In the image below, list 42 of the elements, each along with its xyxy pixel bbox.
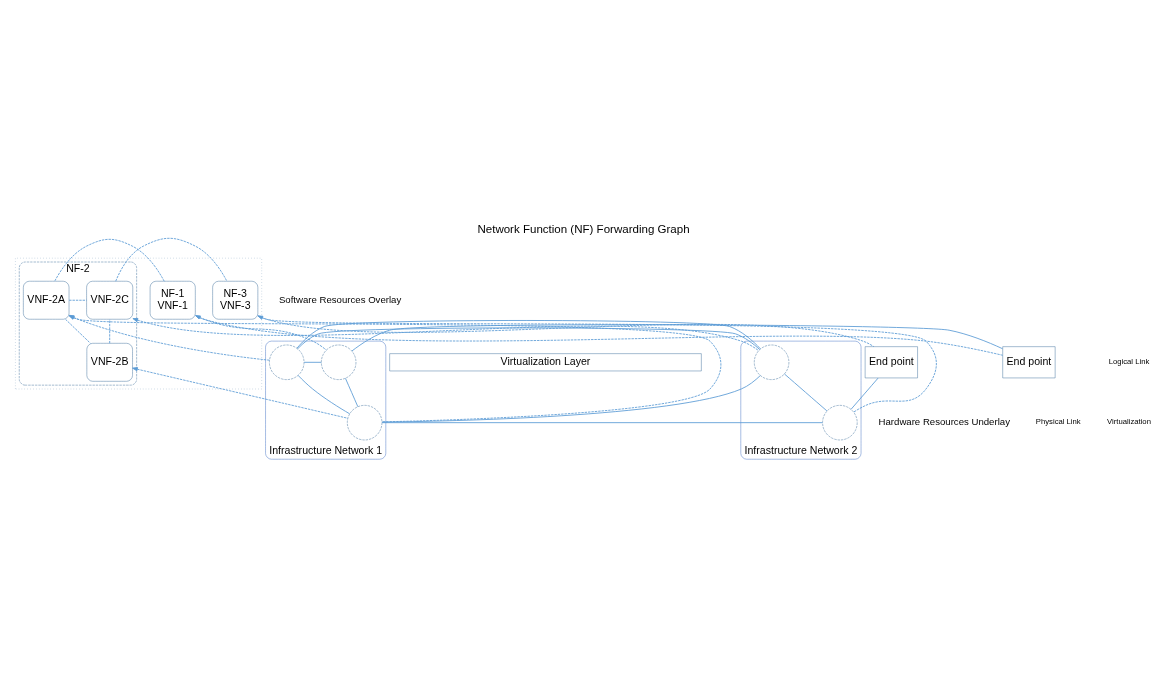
legend-label: Physical Link (1035, 417, 1081, 426)
arrow (68, 314, 722, 422)
node-circle (269, 344, 305, 380)
connector (381, 374, 761, 422)
legend-label: Virtualization (1107, 417, 1151, 426)
node-box: NF-1 VNF-1 (149, 280, 196, 319)
node-circle (347, 404, 383, 440)
connector (784, 373, 828, 411)
node-box: Virtualization Layer (389, 352, 702, 371)
cluster: Infrastructure Network 2 (740, 340, 862, 459)
connector (68, 299, 87, 301)
connector (109, 318, 111, 344)
node-box: NF-3 VNF-3 (212, 280, 259, 319)
connector (65, 318, 91, 344)
node-box: End point (1002, 345, 1056, 378)
node-circle (822, 404, 858, 440)
arrow (257, 314, 937, 413)
node-circle (754, 344, 790, 380)
connector (345, 377, 359, 407)
connector (297, 374, 351, 414)
node-box: VNF-2B (86, 342, 133, 382)
connector (850, 377, 879, 410)
connector (194, 314, 1004, 356)
label: Hardware Resources Underlay (878, 415, 1010, 427)
label: Software Resources Overlay (278, 293, 402, 305)
connector (54, 238, 165, 282)
arrow (68, 314, 270, 361)
connector (296, 319, 761, 350)
diagram-title: Network Function (NF) Forwarding Graph (477, 222, 690, 235)
connector (351, 323, 1003, 351)
connector (115, 237, 228, 282)
node-box: VNF-2C (86, 280, 133, 319)
legend-label: Logical Link (1108, 356, 1150, 366)
arrow (132, 317, 760, 351)
cluster: Infrastructure Network 1 (265, 340, 387, 459)
connector (303, 361, 322, 363)
node-box: VNF-2A (23, 280, 70, 319)
connector (257, 314, 875, 347)
node-box: End point (864, 345, 918, 378)
arrow (132, 366, 349, 419)
arrow (195, 314, 327, 350)
node-circle (321, 344, 357, 380)
